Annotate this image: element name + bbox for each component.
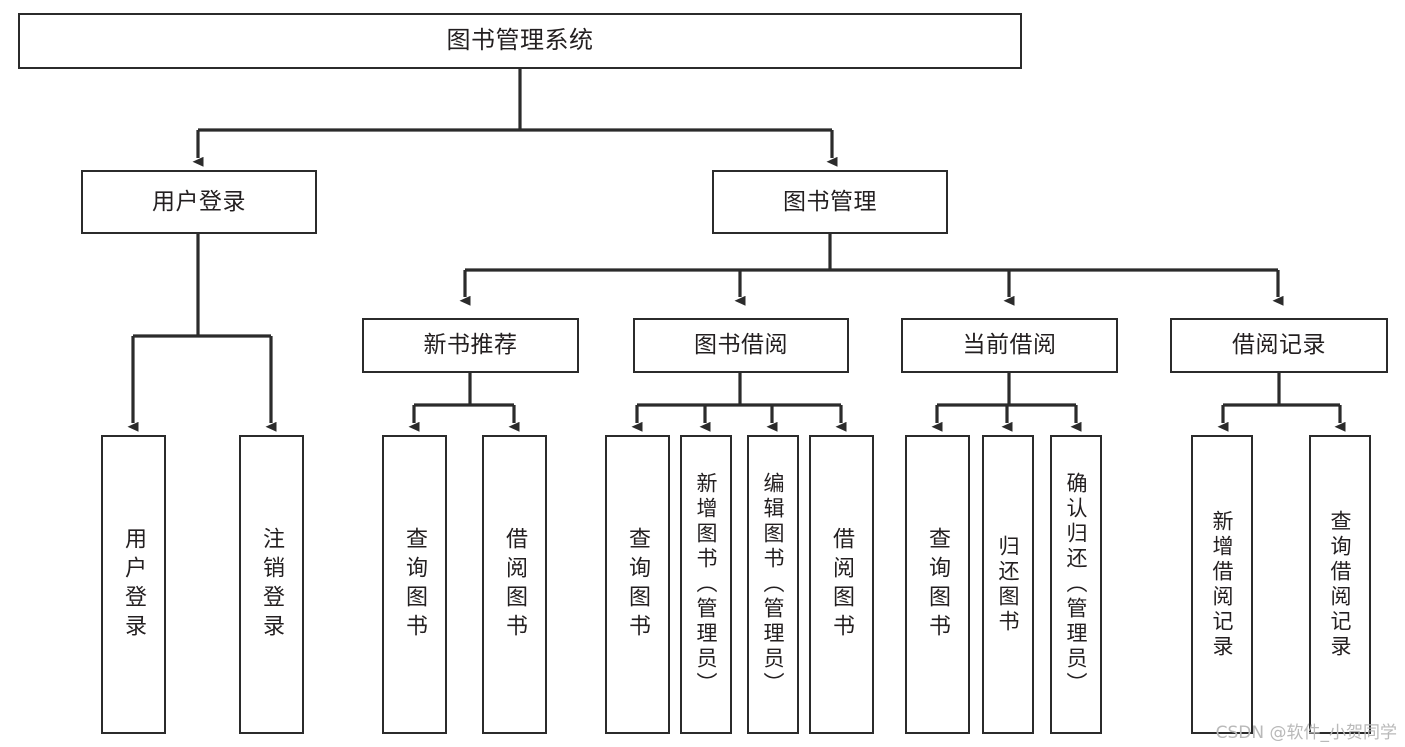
leaf-current-borrow-query[interactable]: 查询图书: [905, 435, 970, 734]
node-label: 图书管理: [783, 188, 877, 215]
node-label: 查询图书: [625, 526, 651, 643]
leaf-book-borrow-query[interactable]: 查询图书: [605, 435, 670, 734]
leaf-current-borrow-confirm-return[interactable]: 确认归还（管理员）: [1050, 435, 1102, 734]
node-label: 图书借阅: [694, 332, 788, 359]
leaf-new-book-borrow[interactable]: 借阅图书: [482, 435, 547, 734]
leaf-book-borrow-add[interactable]: 新增图书（管理员）: [680, 435, 732, 734]
node-label: 借阅图书: [502, 526, 528, 643]
leaf-user-login-logout[interactable]: 注销登录: [239, 435, 304, 734]
node-label: 用户登录: [152, 188, 246, 215]
node-label: 归还图书: [996, 534, 1021, 635]
node-label: 借阅图书: [829, 526, 855, 643]
node-label: 当前借阅: [962, 332, 1057, 359]
node-label: 编辑图书（管理员）: [761, 472, 786, 697]
csdn-watermark: CSDN @软件_小贺同学: [1215, 723, 1397, 743]
leaf-current-borrow-return[interactable]: 归还图书: [982, 435, 1034, 734]
node-label: 查询图书: [925, 526, 951, 643]
node-label: 新增图书（管理员）: [694, 472, 719, 697]
node-label: 查询借阅记录: [1328, 509, 1353, 660]
node-root-system[interactable]: 图书管理系统: [18, 13, 1022, 69]
node-label: 新增借阅记录: [1210, 509, 1235, 660]
node-label: 借阅记录: [1232, 332, 1326, 359]
node-label: 图书管理系统: [446, 26, 594, 55]
node-user-login[interactable]: 用户登录: [81, 170, 317, 234]
node-current-borrow[interactable]: 当前借阅: [901, 318, 1118, 373]
node-label: 用户登录: [121, 526, 147, 643]
node-label: 确认归还（管理员）: [1064, 472, 1089, 697]
node-book-management[interactable]: 图书管理: [712, 170, 948, 234]
node-new-book-recommend[interactable]: 新书推荐: [362, 318, 579, 373]
node-label: 查询图书: [402, 526, 428, 643]
leaf-new-book-query[interactable]: 查询图书: [382, 435, 447, 734]
leaf-borrow-record-add[interactable]: 新增借阅记录: [1191, 435, 1253, 734]
node-label: 新书推荐: [423, 332, 518, 359]
leaf-user-login-login[interactable]: 用户登录: [101, 435, 166, 734]
node-borrow-record[interactable]: 借阅记录: [1170, 318, 1388, 373]
node-book-borrow[interactable]: 图书借阅: [633, 318, 849, 373]
leaf-book-borrow-edit[interactable]: 编辑图书（管理员）: [747, 435, 799, 734]
leaf-borrow-record-query[interactable]: 查询借阅记录: [1309, 435, 1371, 734]
node-label: 注销登录: [259, 526, 285, 643]
leaf-book-borrow-borrow[interactable]: 借阅图书: [809, 435, 874, 734]
